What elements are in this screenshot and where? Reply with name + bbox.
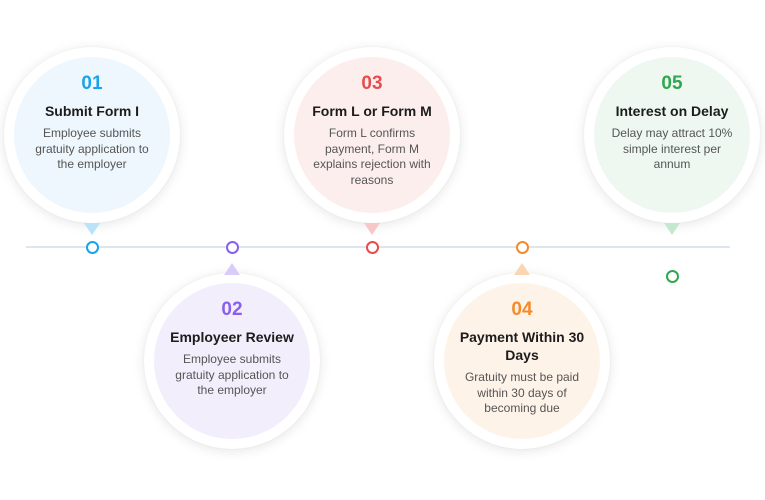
step-05-pointer <box>664 223 680 235</box>
step-circle-inner: 03 Form L or Form M Form L confirms paym… <box>294 57 450 213</box>
step-number: 02 <box>221 299 243 320</box>
step-title: Form L or Form M <box>312 103 432 119</box>
step-title: Submit Form I <box>44 103 140 119</box>
step-description: Employee submits gratuity application to… <box>175 352 289 397</box>
step-circle-inner: 05 Interest on Delay Delay may attract 1… <box>594 57 750 213</box>
step-circle: 01 Submit Form I Employee submits gratui… <box>4 47 180 223</box>
step-circle: 05 Interest on Delay Delay may attract 1… <box>584 47 760 223</box>
step-number: 01 <box>81 73 103 94</box>
step-01-pointer <box>84 223 100 235</box>
step-number: 05 <box>661 73 683 94</box>
step-description: Delay may attract 10% simple interest pe… <box>611 126 733 171</box>
step-title: Employeer Review <box>170 329 294 345</box>
step-02-dot <box>226 241 239 254</box>
step-03-pointer <box>364 223 380 235</box>
step-title: Payment Within 30 Days <box>459 329 585 363</box>
step-03-dot <box>366 241 379 254</box>
step-circle-inner: 01 Submit Form I Employee submits gratui… <box>14 57 170 213</box>
step-01-dot <box>86 241 99 254</box>
step-circle-inner: 04 Payment Within 30 Days Gratuity must … <box>444 283 600 439</box>
step-circle-inner: 02 Employeer Review Employee submits gra… <box>154 283 310 439</box>
step-circle: 02 Employeer Review Employee submits gra… <box>144 273 320 449</box>
step-description: Employee submits gratuity application to… <box>35 126 149 171</box>
step-circle: 03 Form L or Form M Form L confirms paym… <box>284 47 460 223</box>
step-04-dot <box>516 241 529 254</box>
step-02-pointer <box>224 263 240 275</box>
step-circle: 04 Payment Within 30 Days Gratuity must … <box>434 273 610 449</box>
step-description: Form L confirms payment, Form M explains… <box>313 126 431 187</box>
step-description: Gratuity must be paid within 30 days of … <box>464 370 580 415</box>
step-04-pointer <box>514 263 530 275</box>
step-05-dot <box>666 270 679 283</box>
step-title: Interest on Delay <box>615 103 729 119</box>
step-number: 04 <box>511 299 533 320</box>
step-number: 03 <box>361 73 383 94</box>
